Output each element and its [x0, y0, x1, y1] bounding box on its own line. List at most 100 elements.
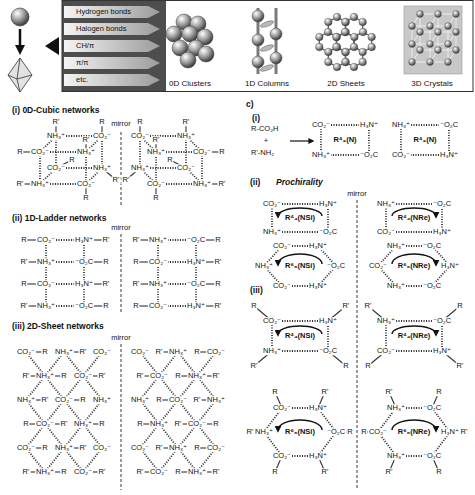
- substituent-label: R: [136, 118, 143, 126]
- ion-label: NH₃⁺: [192, 180, 212, 188]
- sheet-sphere: [342, 18, 350, 26]
- ion-label: H₃N⁺: [439, 151, 459, 159]
- substituent-label: R: [193, 348, 200, 356]
- graph-set-label: R⁶₆(NSi): [284, 262, 316, 270]
- substituent-label: R: [435, 388, 442, 396]
- ion-label: NH₃⁺: [16, 396, 36, 404]
- ion-label: CO₂⁻: [176, 164, 196, 172]
- substituent-label: R: [82, 194, 89, 202]
- graph-set-label: R⁴₄(N): [332, 136, 357, 144]
- ion-label: CO₂⁻: [206, 444, 226, 452]
- substituent-label: R': [155, 348, 164, 356]
- sheet-sphere: [368, 33, 376, 41]
- sheet-sphere: [342, 18, 350, 26]
- panel-label: c): [246, 100, 254, 109]
- dimension-label: 0D Clusters: [169, 80, 211, 88]
- substituent-label: R': [22, 468, 31, 476]
- top-panel-frame: [62, 1, 473, 92]
- ion-label: NH₃⁺: [36, 258, 56, 266]
- sphere-icon: [11, 8, 29, 26]
- lattice-sphere: [427, 41, 434, 48]
- pointer-triangle: [45, 37, 59, 55]
- ion-label: H₃N⁺: [308, 242, 328, 250]
- ion-label: NH₃⁺: [35, 468, 55, 476]
- sheet-sphere: [342, 28, 350, 36]
- dimension-label: 3D Crystals: [411, 80, 452, 88]
- lattice-sphere: [409, 23, 416, 30]
- substituent-label: R: [456, 302, 463, 310]
- substituent-label: R: [360, 428, 367, 436]
- mirror-label: mirror: [110, 120, 132, 128]
- lattice-sphere: [445, 41, 452, 48]
- ion-label: ⁻O₂C: [326, 262, 346, 270]
- ion-label: NH₃⁺: [54, 348, 74, 356]
- mirror-label: mirror: [346, 190, 368, 198]
- substituent-label: R: [132, 258, 139, 266]
- sheet-sphere: [324, 28, 332, 36]
- sheet-sphere: [333, 33, 341, 41]
- sheet-sphere: [350, 43, 358, 51]
- substituent-label: R': [385, 468, 394, 476]
- ion-label: CO₂⁻: [376, 228, 396, 236]
- lattice-sphere: [427, 23, 434, 30]
- interaction-label: Halogen bonds: [76, 25, 126, 33]
- cluster-sphere: [166, 26, 182, 42]
- substituent-label: R: [98, 118, 105, 126]
- substituent-label: R: [68, 156, 75, 164]
- substituent-label: R': [16, 180, 25, 188]
- ion-label: CO₂⁻: [92, 132, 112, 140]
- sheet-sphere: [325, 18, 333, 26]
- sheet-sphere: [316, 33, 324, 41]
- substituent-label: R: [79, 396, 86, 404]
- ion-label: NH₃⁺: [386, 242, 406, 250]
- substituent-label: R': [122, 176, 131, 184]
- ion-label: NH₃⁺: [168, 348, 188, 356]
- mirror-plane: [121, 344, 122, 490]
- substituent-label: R': [82, 136, 91, 144]
- reaction-arrow: [290, 140, 312, 141]
- column-sphere: [252, 34, 264, 46]
- substituent-label: R': [218, 180, 227, 188]
- dimension-label: 2D Sheets: [327, 80, 364, 88]
- ion-label: NH₃⁺: [254, 428, 274, 436]
- ion-label: NH₃⁺: [386, 404, 406, 412]
- lattice-sphere: [417, 47, 424, 54]
- substituent-label: R': [102, 236, 111, 244]
- ion-label: CO₂⁻: [16, 348, 36, 356]
- ion-label: NH₃⁺: [206, 396, 226, 404]
- mirror-plane: [357, 200, 358, 490]
- substituent-label: R': [102, 280, 111, 288]
- substituent-label: R': [136, 372, 145, 380]
- structure-lines: [20, 122, 464, 490]
- hydrogen-bond: [185, 136, 187, 168]
- substituent-label: R: [16, 148, 23, 156]
- sheet-sphere: [333, 33, 341, 41]
- interaction-label: etc.: [76, 76, 88, 84]
- ion-label: CO₂⁻: [262, 200, 282, 208]
- substituent-label: R': [174, 420, 183, 428]
- column-sphere: [270, 28, 282, 40]
- ion-label: CO₂⁻: [16, 444, 36, 452]
- ion-label: NH₃⁺: [376, 317, 396, 325]
- sheet-sphere: [342, 48, 350, 56]
- ion-label: H₃N⁺: [308, 282, 328, 290]
- substituent-label: R: [212, 420, 219, 428]
- mirror-label: mirror: [110, 334, 132, 342]
- graph-set-label: R⁶₆(NRe): [397, 428, 431, 436]
- substituent-label: R: [41, 348, 48, 356]
- graph-set-label: R⁴₄(NRe): [397, 332, 432, 340]
- ion-label: H₃N⁺: [318, 317, 338, 325]
- substituent-label: R': [456, 362, 465, 370]
- ion-label: ⁻O₂C: [318, 228, 338, 236]
- lattice-sphere: [453, 29, 460, 36]
- ion-label: CO₂⁻: [130, 348, 150, 356]
- substituent-label: R: [98, 420, 105, 428]
- ion-label: CO₂⁻: [148, 258, 168, 266]
- substituent-label: R: [364, 362, 371, 370]
- substituent-label: R: [132, 302, 139, 310]
- lattice-sphere: [435, 47, 442, 54]
- ion-label: CO₂⁻: [168, 396, 188, 404]
- substituent-label: R': [246, 428, 255, 436]
- substituent-label: R: [250, 302, 257, 310]
- interaction-arrow: [64, 74, 160, 86]
